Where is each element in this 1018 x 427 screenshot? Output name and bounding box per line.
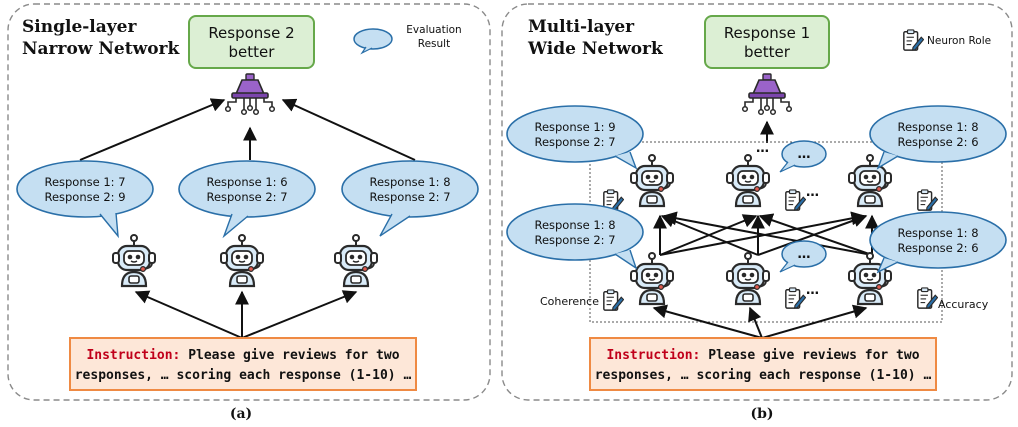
- bubble-line2: Response 2: 6: [897, 241, 978, 255]
- ellipsis-layer2: …: [806, 185, 819, 200]
- panel-a-result-line2: better: [229, 43, 276, 61]
- panel-b-result-line2: better: [744, 43, 791, 61]
- panel-b-bubble-top-left: Response 1: 9 Response 2: 7: [506, 105, 644, 170]
- notepad-pen-icon: [917, 189, 938, 211]
- bubble-line2: Response 2: 7: [206, 190, 287, 204]
- panel-b-frame: [501, 3, 1013, 401]
- bubble-line2: Response 2: 7: [534, 135, 615, 149]
- panel-b-instruction-box: [589, 337, 937, 391]
- robot-icon: [629, 153, 675, 208]
- robot-icon: [725, 251, 771, 306]
- small-bubble-text: …: [798, 247, 811, 262]
- robot-icon: [725, 153, 771, 208]
- panel-a-instruction-line1: Instruction: Please give reviews for two: [86, 348, 399, 363]
- ellipsis-top: …: [756, 141, 769, 156]
- bubble-line2: Response 2: 7: [534, 233, 615, 247]
- notepad-pen-icon: [917, 287, 938, 309]
- panel-b-instruction-line1: Instruction: Please give reviews for two: [606, 348, 919, 363]
- instruction-text: Please give reviews for two: [188, 348, 399, 363]
- notepad-pen-icon: [903, 29, 924, 51]
- bubble-line1: Response 1: 8: [369, 175, 450, 189]
- panel-a-caption: (a): [230, 406, 252, 422]
- bubble-line1: Response 1: 7: [44, 175, 125, 189]
- panel-a: Single-layer Narrow Network Response 2 b…: [7, 3, 491, 422]
- bubble-line1: Response 1: 9: [534, 120, 615, 134]
- robot-icon: [629, 251, 675, 306]
- arrow-instr-to-robot3: [761, 304, 868, 339]
- panel-b-title-line2: Wide Network: [527, 39, 664, 59]
- speech-bubble-icon: [353, 28, 393, 50]
- instruction-text: Please give reviews for two: [708, 348, 919, 363]
- bubble-line2: Response 2: 9: [44, 190, 125, 204]
- speech-bubble-tail: [360, 46, 373, 55]
- panel-a-title-line1: Single-layer: [22, 17, 137, 37]
- panel-b-title-line1: Multi-layer: [528, 17, 635, 37]
- panel-a-result-line1: Response 2: [208, 24, 294, 42]
- instruction-key: Instruction:: [86, 348, 180, 363]
- bubble-line2: Response 2: 6: [897, 135, 978, 149]
- instruction-key: Instruction:: [606, 348, 700, 363]
- panel-b-bubble-top-right: Response 1: 8 Response 2: 6: [869, 105, 1007, 170]
- bubble-line1: Response 1: 8: [897, 226, 978, 240]
- panel-a-result-box: [188, 15, 315, 69]
- panel-a-bubble-3: Response 1: 8 Response 2: 7: [341, 160, 479, 237]
- bubble-line2: Response 2: 7: [369, 190, 450, 204]
- notepad-pen-icon: [785, 287, 806, 309]
- role-coherence: Coherence: [540, 295, 599, 308]
- panel-a-bubble-2: Response 1: 6 Response 2: 7: [178, 160, 316, 239]
- panel-a-title-line2: Narrow Network: [22, 39, 180, 59]
- panel-b-result-line1: Response 1: [724, 24, 810, 42]
- bubble-line1: Response 1: 6: [206, 175, 287, 189]
- panel-a-bubble-1: Response 1: 7 Response 2: 9: [16, 160, 154, 239]
- panel-a-legend-line2: Result: [418, 38, 450, 50]
- panel-a-instruction-line2: responses, … scoring each response (1-10…: [75, 368, 412, 383]
- panel-a-frame: [7, 3, 491, 401]
- panel-b-legend: Neuron Role: [927, 35, 991, 47]
- robot-icon: [219, 233, 265, 288]
- ellipsis-layer1: …: [806, 283, 819, 298]
- small-bubble-text: …: [798, 147, 811, 162]
- panel-b-caption: (b): [750, 406, 773, 422]
- bubble-line1: Response 1: 8: [897, 120, 978, 134]
- layer-connections: [653, 211, 879, 256]
- arrow-instr-to-robot1: [134, 290, 243, 339]
- arrow-bubble1-to-judge: [79, 98, 226, 161]
- robot-icon: [333, 233, 379, 288]
- arrow-instr-to-robot1: [652, 304, 763, 339]
- arrow-bubble3-to-judge: [281, 98, 416, 161]
- role-accuracy: Accuracy: [938, 298, 989, 311]
- bubble-line1: Response 1: 8: [534, 218, 615, 232]
- panel-a-legend-line1: Evaluation: [406, 24, 461, 36]
- robot-icon: [111, 233, 157, 288]
- panel-b-bubble-mid-left: Response 1: 8 Response 2: 7: [506, 203, 644, 270]
- arrow-instr-to-robot3: [241, 290, 358, 339]
- notepad-pen-icon: [603, 289, 624, 311]
- panel-b-result-box: [704, 15, 830, 69]
- judge-funnel-icon: [741, 73, 793, 116]
- notepad-pen-icon: [785, 189, 806, 211]
- panel-b-instruction-line2: responses, … scoring each response (1-10…: [595, 368, 932, 383]
- small-bubble-layer1: …: [779, 240, 827, 273]
- judge-funnel-icon: [224, 73, 276, 116]
- panel-b: Multi-layer Wide Network Response 1 bett…: [501, 3, 1013, 422]
- arrow-instr-to-robot2: [748, 306, 763, 339]
- small-bubble-layer2: …: [779, 140, 827, 173]
- panel-b-bubble-mid-right: Response 1: 8 Response 2: 6: [869, 211, 1007, 274]
- panel-a-instruction-box: [69, 337, 417, 391]
